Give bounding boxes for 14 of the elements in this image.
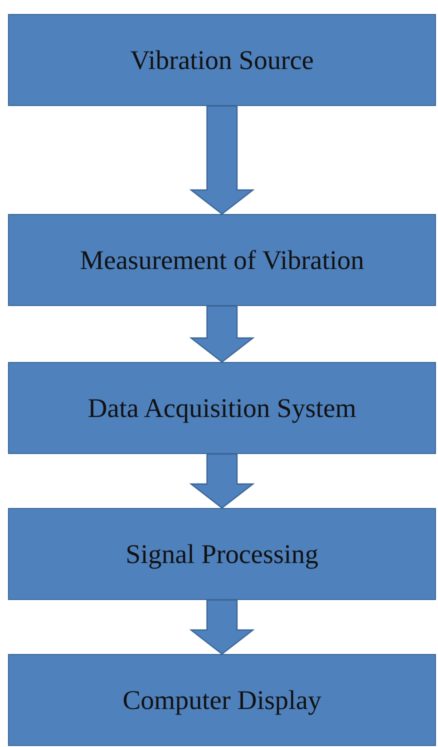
box-label: Data Acquisition System [88,392,356,424]
process-box [8,214,436,306]
box-label: Measurement of Vibration [80,244,364,276]
process-box [8,14,436,106]
process-box [8,654,436,746]
process-box [8,508,436,600]
block-arrow [189,599,255,655]
box-label: Vibration Source [130,44,314,76]
box-label: Signal Processing [126,538,318,570]
process-box [8,362,436,454]
block-arrow [189,105,255,215]
block-arrow [189,453,255,509]
block-arrow [189,305,255,363]
box-label: Computer Display [122,684,322,716]
